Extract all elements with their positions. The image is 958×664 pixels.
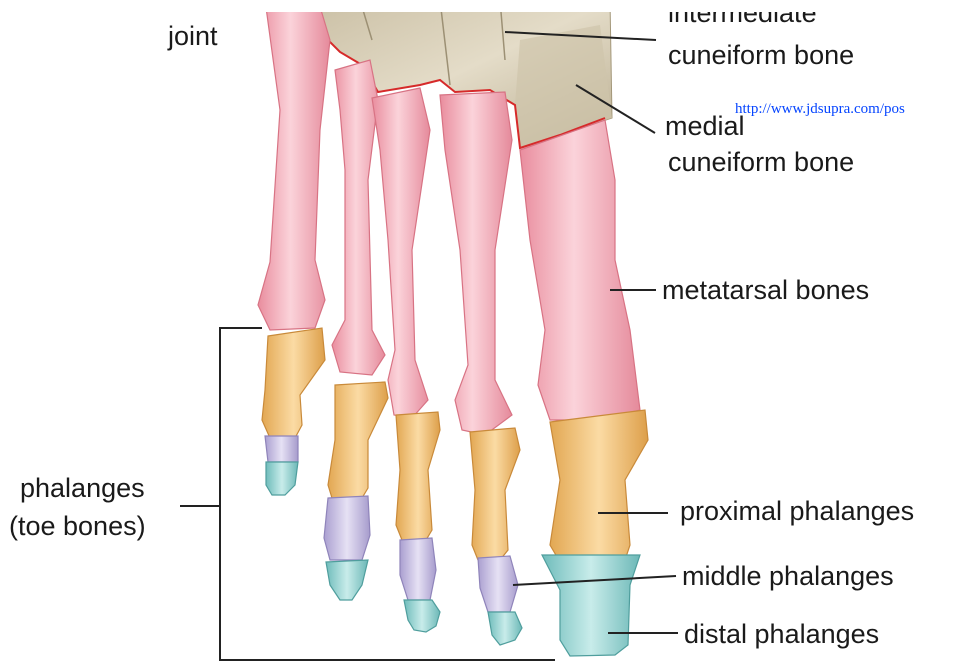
middle-phalanx-3 <box>400 538 436 600</box>
label-phalanges-line2: (toe bones) <box>9 511 146 541</box>
distal-phalanx-5 <box>266 462 298 495</box>
proximal-phalanx-2 <box>470 428 520 560</box>
label-metatarsal: metatarsal bones <box>662 275 869 305</box>
label-distal: distal phalanges <box>684 619 879 649</box>
label-joint: joint <box>167 21 218 51</box>
label-proximal: proximal phalanges <box>680 496 914 526</box>
proximal-phalanx-4 <box>328 382 388 498</box>
middle-phalanx-2 <box>478 556 518 612</box>
metatarsal-5 <box>258 0 330 330</box>
metatarsal-2 <box>440 92 512 435</box>
proximal-phalanx-1 <box>550 410 648 562</box>
label-medial-line2: cuneiform bone <box>668 147 854 177</box>
middle-phalanx-4 <box>324 496 370 560</box>
distal-phalanx-1 <box>542 555 640 656</box>
label-medial-line1: medial <box>665 111 745 141</box>
middle-phalanx-5 <box>265 436 298 462</box>
top-crop-bar <box>0 0 958 12</box>
metatarsal-3 <box>372 88 430 418</box>
label-middle: middle phalanges <box>682 561 894 591</box>
proximal-phalanx-3 <box>396 412 440 540</box>
distal-phalanx-2 <box>488 612 522 645</box>
distal-phalanx-3 <box>404 600 440 632</box>
distal-phalanx-4 <box>326 560 368 600</box>
watermark-url[interactable]: http://www.jdsupra.com/pos <box>735 101 905 117</box>
label-phalanges-line1: phalanges <box>20 473 145 503</box>
label-intermediate-line2: cuneiform bone <box>668 40 854 70</box>
metatarsal-1 <box>520 120 640 420</box>
proximal-phalanx-5 <box>262 328 325 438</box>
